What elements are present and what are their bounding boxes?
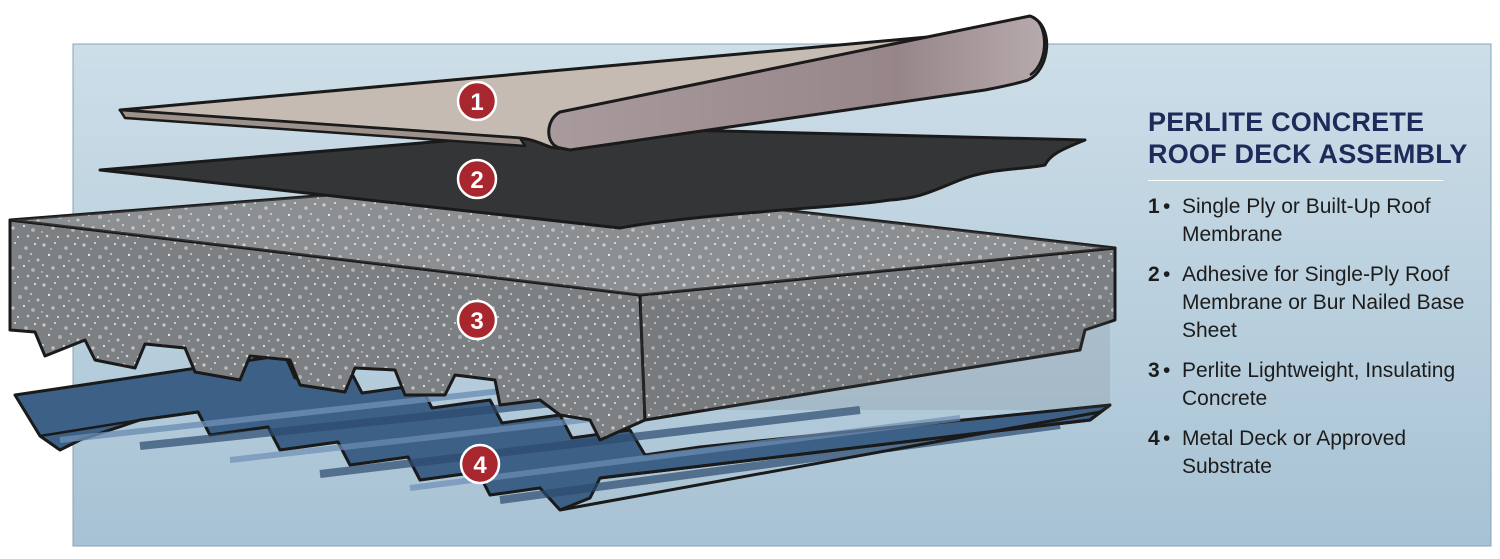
legend-text: Adhesive for Single-Ply Roof Membrane or… (1182, 263, 1465, 342)
adhesive-layer (98, 126, 1087, 230)
legend-number: 2 (1148, 263, 1160, 286)
legend-item-4: 4 • Metal Deck or Approved Substrate (1148, 425, 1478, 481)
legend-text: Single Ply or Built-Up Roof Membrane (1182, 195, 1431, 246)
badge-3: 3 (456, 299, 498, 341)
badge-2: 2 (456, 158, 498, 200)
legend-number: 1 (1148, 195, 1160, 218)
svg-text:2: 2 (470, 167, 483, 194)
legend-text: Metal Deck or Approved Substrate (1182, 427, 1407, 478)
legend-list: 1 • Single Ply or Built-Up Roof Membrane… (1148, 193, 1478, 481)
svg-text:1: 1 (470, 89, 483, 116)
badge-4: 4 (459, 443, 501, 485)
legend-text: Perlite Lightweight, Insulating Concrete (1182, 359, 1456, 410)
legend-bullet: • (1163, 263, 1171, 286)
legend-title: PERLITE CONCRETE ROOF DECK ASSEMBLY (1148, 106, 1478, 170)
legend-item-2: 2 • Adhesive for Single-Ply Roof Membran… (1148, 261, 1478, 345)
perlite-concrete-layer (8, 178, 1117, 442)
legend-title-line2: ROOF DECK ASSEMBLY (1148, 139, 1468, 169)
badge-1: 1 (456, 80, 498, 122)
legend-item-3: 3 • Perlite Lightweight, Insulating Conc… (1148, 357, 1478, 413)
svg-text:4: 4 (473, 452, 487, 479)
legend-item-1: 1 • Single Ply or Built-Up Roof Membrane (1148, 193, 1478, 249)
legend-bullet: • (1163, 359, 1171, 382)
legend-bullet: • (1163, 195, 1171, 218)
legend-bullet: • (1163, 427, 1171, 450)
legend-number: 3 (1148, 359, 1160, 382)
legend-panel: PERLITE CONCRETE ROOF DECK ASSEMBLY 1 • … (1148, 106, 1478, 493)
legend-title-line1: PERLITE CONCRETE (1148, 107, 1425, 137)
membrane-layer (118, 14, 1049, 152)
metal-deck-layer (13, 353, 1112, 512)
svg-text:3: 3 (470, 308, 483, 335)
legend-divider (1148, 180, 1443, 181)
legend-number: 4 (1148, 427, 1160, 450)
